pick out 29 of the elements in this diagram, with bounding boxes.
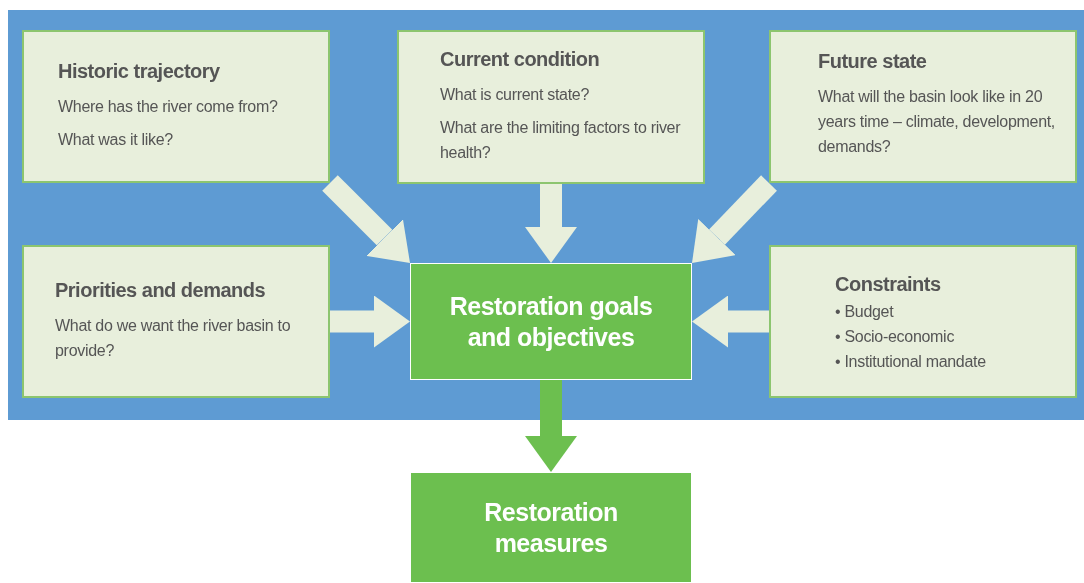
- goal-box: [410, 263, 692, 380]
- box-question: What are the limiting factors to river health?: [440, 118, 682, 163]
- arrow: [330, 295, 410, 348]
- arrow: [525, 380, 577, 472]
- info-box: [22, 245, 330, 398]
- box-heading: Historic trajectory: [58, 59, 221, 84]
- box-heading: Current condition: [440, 47, 601, 72]
- goal-box: [410, 472, 692, 583]
- list-item: • Budget: [835, 302, 895, 322]
- list-item: • Socio-economic: [835, 327, 956, 347]
- box-question: What will the basin look like in 20 years time – climate, development, demands?: [818, 87, 1057, 157]
- arrow: [525, 184, 577, 263]
- box-title: Restoration goals and objectives: [448, 290, 654, 353]
- info-box: [397, 30, 705, 184]
- arrow: [692, 175, 777, 263]
- info-box: [769, 245, 1077, 398]
- box-question: Where has the river come from?: [58, 97, 279, 117]
- arrow: [692, 295, 769, 348]
- box-heading: Constraints: [835, 272, 942, 297]
- arrow: [322, 175, 410, 263]
- box-heading: Future state: [818, 49, 928, 74]
- box-question: What do we want the river basin to provide?: [55, 316, 292, 361]
- list-item: • Institutional mandate: [835, 352, 987, 372]
- box-heading: Priorities and demands: [55, 278, 267, 303]
- box-question: What is current state?: [440, 85, 591, 105]
- info-box: [769, 30, 1077, 183]
- box-title: Restoration measures: [483, 496, 619, 559]
- box-question: What was it like?: [58, 130, 174, 150]
- info-box: [22, 30, 330, 183]
